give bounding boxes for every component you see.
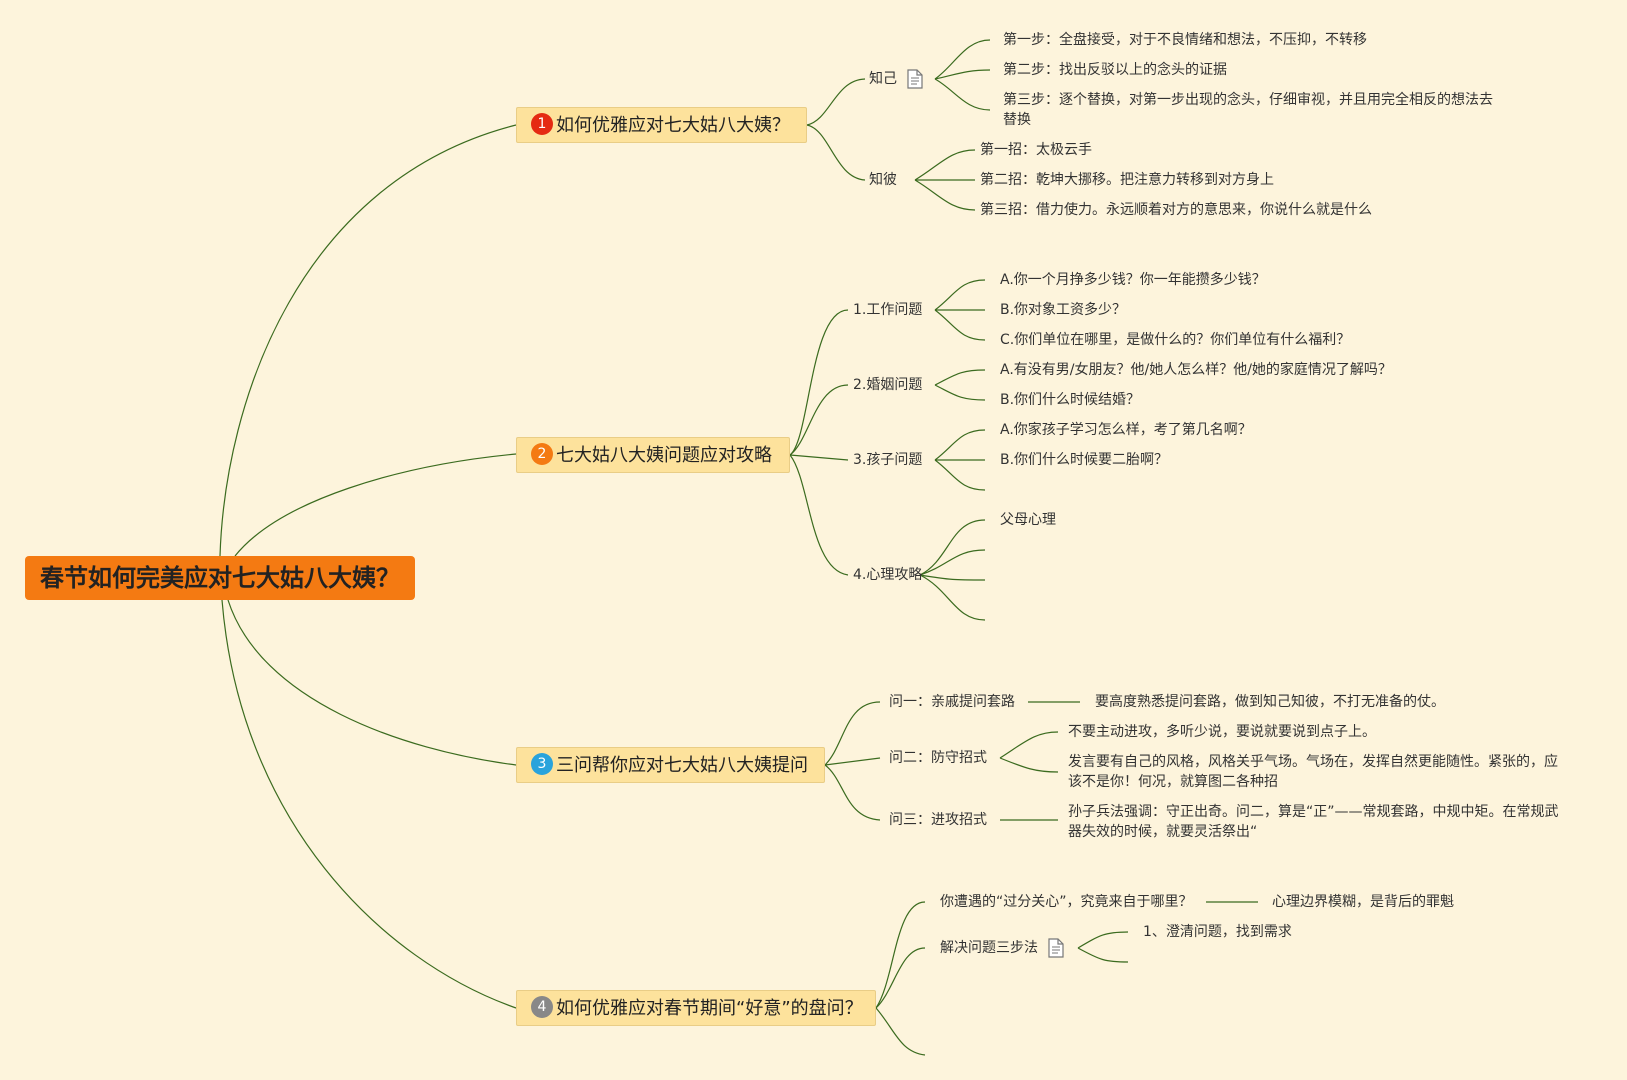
subtopic-three-steps[interactable]: 解决问题三步法	[940, 938, 1065, 958]
item[interactable]: A.你家孩子学习怎么样，考了第几名啊？	[1000, 422, 1252, 438]
item[interactable]: 1、澄清问题，找到需求	[1143, 924, 1292, 940]
item[interactable]: B.你对象工资多少？	[1000, 302, 1127, 318]
subtopic-origin[interactable]: 你遭遇的“过分关心”，究竟来自于哪里？	[940, 894, 1193, 910]
subtopic-label: 知己	[869, 71, 897, 87]
topic-2-label: 七大姑八大姨问题应对攻略	[556, 445, 772, 466]
item[interactable]: A.有没有男/女朋友？他/她人怎么样？他/她的家庭情况了解吗？	[1000, 362, 1392, 378]
subtopic-zhibi[interactable]: 知彼	[869, 172, 897, 188]
document-icon[interactable]	[907, 69, 924, 89]
item[interactable]: 发言要有自己的风格，风格关乎气场。气场在，发挥自然更能随性。紧张的，应该不是你！…	[1068, 754, 1558, 790]
item[interactable]: 要高度熟悉提问套路，做到知己知彼，不打无准备的仗。	[1095, 694, 1445, 710]
subtopic-q3[interactable]: 问三：进攻招式	[889, 812, 987, 828]
item[interactable]: B.你们什么时候要二胎啊？	[1000, 452, 1169, 468]
subtopic-children[interactable]: 3.孩子问题	[853, 452, 923, 468]
subtopic-label: 解决问题三步法	[940, 940, 1038, 956]
topic-4-label: 如何优雅应对春节期间“好意”的盘问？	[556, 998, 863, 1019]
item[interactable]: 第二步：找出反驳以上的念头的证据	[1003, 62, 1227, 78]
number-badge-4: 4	[531, 996, 553, 1018]
number-badge-2: 2	[531, 443, 553, 465]
subtopic-q2[interactable]: 问二：防守招式	[889, 750, 987, 766]
subtopic-zhiji[interactable]: 知己	[869, 69, 924, 89]
topic-3-label: 三问帮你应对七大姑八大姨提问	[556, 755, 808, 776]
subtopic-work[interactable]: 1.工作问题	[853, 302, 923, 318]
item[interactable]: 第一招：太极云手	[980, 142, 1092, 158]
topic-1-label: 如何优雅应对七大姑八大姨？	[556, 115, 790, 136]
item[interactable]: C.你们单位在哪里，是做什么的？你们单位有什么福利？	[1000, 332, 1351, 348]
item[interactable]: 心理边界模糊，是背后的罪魁	[1272, 894, 1454, 910]
item[interactable]: B.你们什么时候结婚？	[1000, 392, 1141, 408]
root-topic[interactable]: 春节如何完美应对七大姑八大姨？	[25, 556, 415, 600]
item[interactable]: 父母心理	[1000, 512, 1056, 528]
number-badge-1: 1	[531, 113, 553, 135]
item[interactable]: 第一步：全盘接受，对于不良情绪和想法，不压抑，不转移	[1003, 32, 1367, 48]
item[interactable]: A.你一个月挣多少钱？你一年能攒多少钱？	[1000, 272, 1266, 288]
subtopic-marriage[interactable]: 2.婚姻问题	[853, 377, 923, 393]
document-icon[interactable]	[1048, 938, 1065, 958]
item[interactable]: 不要主动进攻，多听少说，要说就要说到点子上。	[1068, 724, 1376, 740]
item[interactable]: 孙子兵法强调：守正出奇。问二，算是“正”——常规套路，中规中矩。在常规武器失效的…	[1068, 804, 1559, 840]
item[interactable]: 第三步：逐个替换，对第一步出现的念头，仔细审视，并且用完全相反的想法去替换	[1003, 92, 1493, 128]
root-label: 春节如何完美应对七大姑八大姨？	[40, 564, 400, 592]
item[interactable]: 第二招：乾坤大挪移。把注意力转移到对方身上	[980, 172, 1274, 188]
item[interactable]: 第三招：借力使力。永远顺着对方的意思来，你说什么就是什么	[980, 202, 1372, 218]
subtopic-q1[interactable]: 问一：亲戚提问套路	[889, 694, 1015, 710]
subtopic-psychology[interactable]: 4.心理攻略	[853, 567, 923, 583]
number-badge-3: 3	[531, 753, 553, 775]
